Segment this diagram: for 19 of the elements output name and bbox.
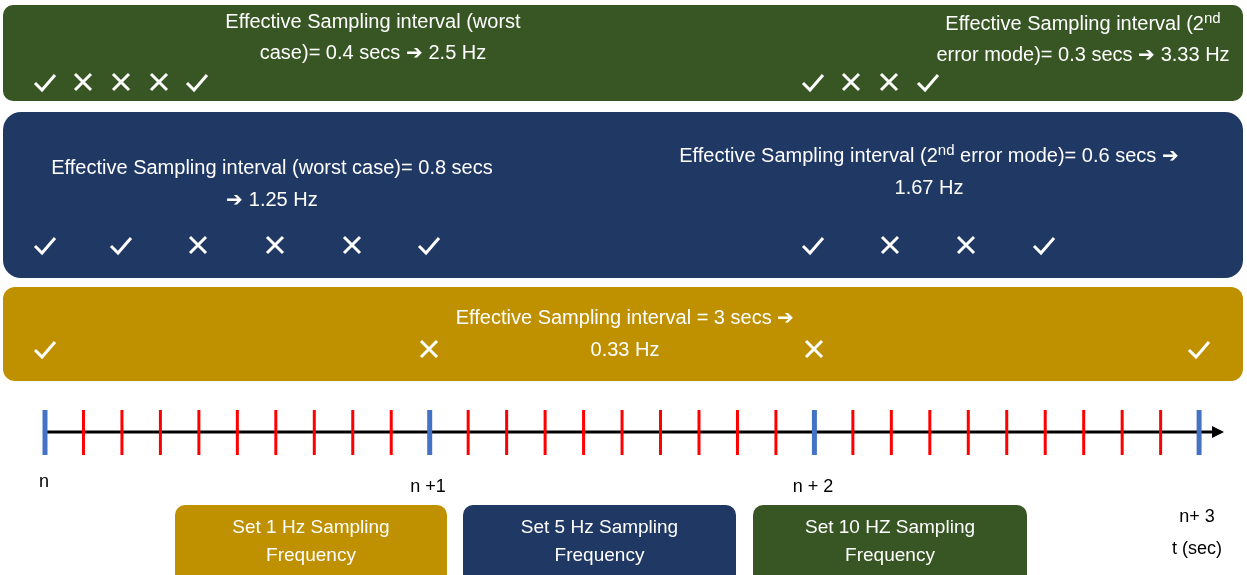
result-band (3, 287, 1243, 381)
band-text: Effective Sampling interval (2$^{nd}$ error mode)= 0.6 secs ➔ 1.67 Hz (679, 139, 1179, 200)
setting-box (753, 505, 1027, 575)
axis-label: n (39, 470, 49, 492)
result-band (3, 112, 1243, 278)
band-text: Effective Sampling interval (worst case)= 0.4 secs ➔ 2.5 Hz (224, 9, 522, 65)
band-text: Effective Sampling interval (2$^{nd}$ error mode)= 0.3 secs ➔ 3.33 Hz (935, 8, 1231, 67)
axis-label: n+ 3 (1179, 505, 1215, 527)
axis-label: t (sec) (1172, 537, 1222, 559)
axis-label: n + 2 (792, 475, 834, 497)
box-text: Set 10 HZ Sampling Frequency (804, 515, 976, 567)
band-text: Effective Sampling interval (worst case)= 0.8 secs ➔ 1.25 Hz (50, 155, 494, 212)
box-text: Set 5 Hz Sampling Frequency (519, 515, 680, 567)
setting-box (463, 505, 736, 575)
result-band (3, 5, 1243, 101)
axis-label: n +1 (410, 475, 446, 497)
setting-box (175, 505, 447, 575)
band-text: Effective Sampling interval = 3 secs ➔ 0.33 Hz (455, 305, 795, 362)
box-text: Set 1 Hz Sampling Frequency (231, 515, 391, 567)
